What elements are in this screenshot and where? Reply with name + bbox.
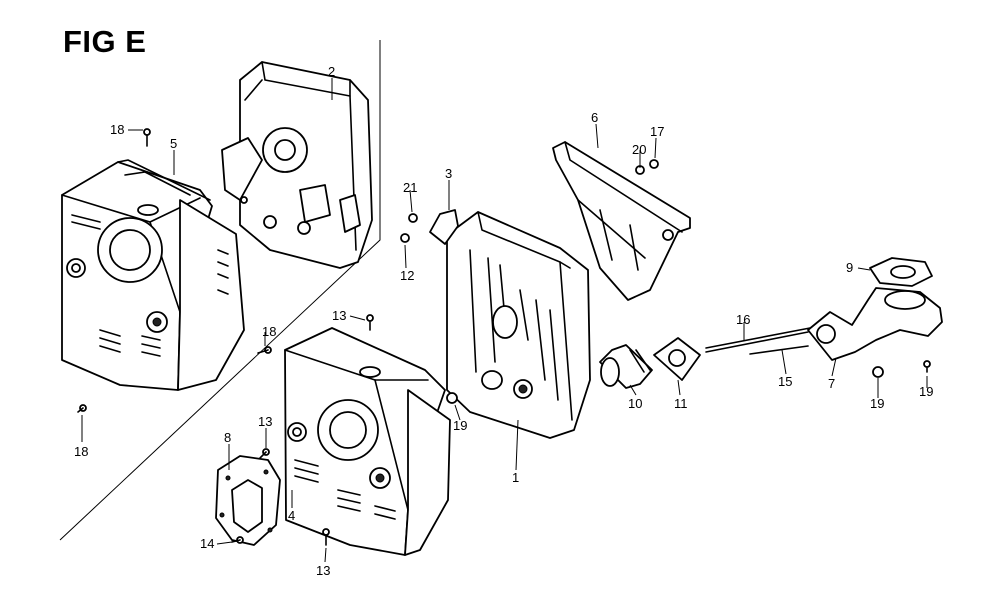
part-gasket-11 bbox=[653, 337, 701, 381]
callout-21: 21 bbox=[403, 180, 417, 195]
callout-2: 2 bbox=[328, 64, 335, 79]
callout-11: 11 bbox=[674, 396, 688, 411]
part-cover-5 bbox=[61, 159, 245, 391]
callout-10: 10 bbox=[628, 396, 642, 411]
callout-17: 17 bbox=[650, 124, 664, 139]
callout-4: 4 bbox=[288, 508, 295, 523]
figure-title: FIG E bbox=[63, 24, 147, 59]
callout-3: 3 bbox=[445, 166, 452, 181]
callout-5: 5 bbox=[170, 136, 177, 151]
part-bracket-6 bbox=[552, 141, 691, 301]
part-spark-arrester-10 bbox=[599, 344, 653, 389]
fasteners bbox=[77, 128, 931, 546]
part-muffler-body-1 bbox=[446, 211, 591, 439]
callout-19-right-b: 19 bbox=[919, 384, 933, 399]
callout-19-center: 19 bbox=[453, 418, 467, 433]
callout-20: 20 bbox=[632, 142, 646, 157]
callout-7: 7 bbox=[828, 376, 835, 391]
leader-lines bbox=[81, 78, 928, 563]
callout-18-bottom: 18 bbox=[74, 444, 88, 459]
callout-1: 1 bbox=[512, 470, 519, 485]
divider-line bbox=[59, 40, 381, 541]
callout-6: 6 bbox=[591, 110, 598, 125]
part-studs bbox=[705, 327, 811, 355]
part-gasket-9 bbox=[869, 257, 933, 287]
callout-18-top: 18 bbox=[110, 122, 124, 137]
callout-19-right-a: 19 bbox=[870, 396, 884, 411]
callout-13-top: 13 bbox=[332, 308, 346, 323]
callout-12: 12 bbox=[400, 268, 414, 283]
callout-13-middle: 13 bbox=[258, 414, 272, 429]
callout-9: 9 bbox=[846, 260, 853, 275]
part-cover-4 bbox=[284, 327, 451, 556]
callout-16: 16 bbox=[736, 312, 750, 327]
callout-13-bottom: 13 bbox=[316, 563, 330, 578]
callout-15: 15 bbox=[778, 374, 792, 389]
part-clip-3 bbox=[429, 209, 459, 245]
callout-labels: 1 2 3 4 5 6 7 8 9 10 11 12 13 13 13 14 1… bbox=[74, 64, 933, 578]
callout-14: 14 bbox=[200, 536, 214, 551]
callout-18-middle: 18 bbox=[262, 324, 276, 339]
part-rear-cover bbox=[221, 61, 373, 269]
callout-8: 8 bbox=[224, 430, 231, 445]
part-exhaust-pipe-7 bbox=[807, 287, 943, 361]
part-end-cap-8 bbox=[215, 455, 281, 546]
